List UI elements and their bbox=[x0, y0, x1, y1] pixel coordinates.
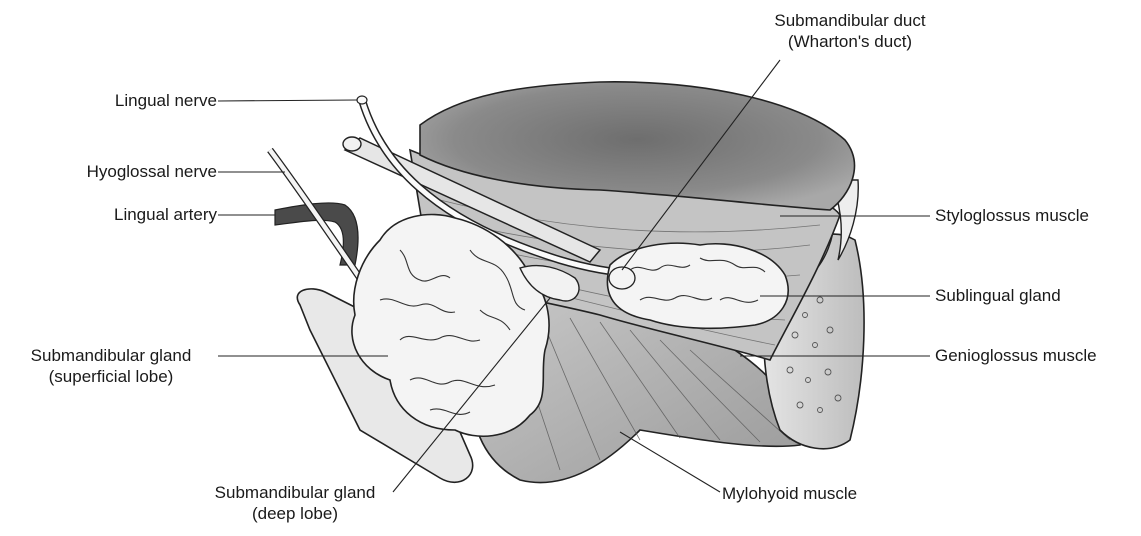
label-line-1: Submandibular gland bbox=[8, 345, 214, 366]
label-lingual-nerve: Lingual nerve bbox=[115, 90, 217, 111]
label-line-1: Submandibular gland bbox=[197, 482, 393, 503]
label-sublingual-gland: Sublingual gland bbox=[935, 285, 1061, 306]
label-submandibular-gland-deep: Submandibular gland (deep lobe) bbox=[197, 482, 393, 524]
label-hyoglossal-nerve: Hyoglossal nerve bbox=[87, 161, 217, 182]
label-line-2: (deep lobe) bbox=[197, 503, 393, 524]
label-line-1: Submandibular duct bbox=[755, 10, 945, 31]
label-submandibular-gland-superficial: Submandibular gland (superficial lobe) bbox=[8, 345, 214, 387]
label-genioglossus-muscle: Genioglossus muscle bbox=[935, 345, 1097, 366]
sublingual-gland-shape bbox=[607, 243, 788, 328]
label-mylohyoid-muscle: Mylohyoid muscle bbox=[722, 483, 857, 504]
leader-lingual-nerve bbox=[218, 100, 357, 101]
label-styloglossus-muscle: Styloglossus muscle bbox=[935, 205, 1089, 226]
label-line-2: (Wharton's duct) bbox=[755, 31, 945, 52]
label-lingual-artery: Lingual artery bbox=[114, 204, 217, 225]
label-submandibular-duct: Submandibular duct (Wharton's duct) bbox=[755, 10, 945, 52]
label-line-2: (superficial lobe) bbox=[8, 366, 214, 387]
